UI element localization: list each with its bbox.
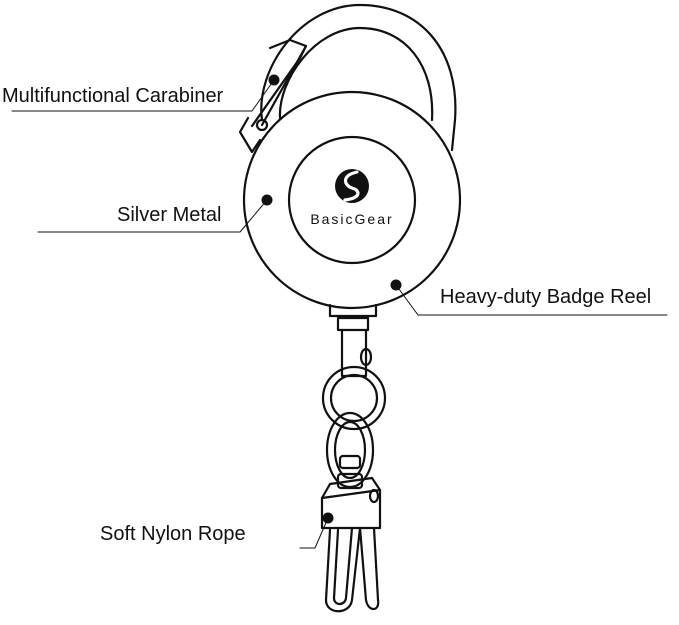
label-nylon-rope: Soft Nylon Rope bbox=[100, 523, 246, 545]
leader-nylon-rope bbox=[299, 517, 329, 549]
leader-lines bbox=[11, 79, 668, 549]
dot-badge-reel bbox=[390, 279, 402, 291]
dot-silver-metal bbox=[261, 194, 273, 206]
carabiner-drawing bbox=[238, 3, 457, 154]
brand-logo: BasicGear bbox=[310, 169, 393, 227]
key-ring-drawing bbox=[321, 365, 387, 431]
leader-carabiner bbox=[11, 79, 275, 112]
leader-badge-reel bbox=[395, 284, 668, 316]
swivel-connector-drawing bbox=[328, 303, 378, 378]
dot-carabiner bbox=[268, 74, 280, 86]
logo-text: BasicGear bbox=[310, 211, 393, 227]
swivel-shackle-drawing bbox=[325, 411, 375, 490]
label-carabiner: Multifunctional Carabiner bbox=[2, 85, 224, 107]
label-badge-reel: Heavy-duty Badge Reel bbox=[440, 286, 652, 308]
callout-dots bbox=[261, 74, 402, 524]
leader-silver-metal bbox=[37, 199, 268, 233]
reel-body-drawing bbox=[242, 90, 462, 310]
clasp-drawing bbox=[320, 476, 382, 613]
label-silver-metal: Silver Metal bbox=[117, 204, 222, 226]
dot-nylon-rope bbox=[322, 512, 334, 524]
